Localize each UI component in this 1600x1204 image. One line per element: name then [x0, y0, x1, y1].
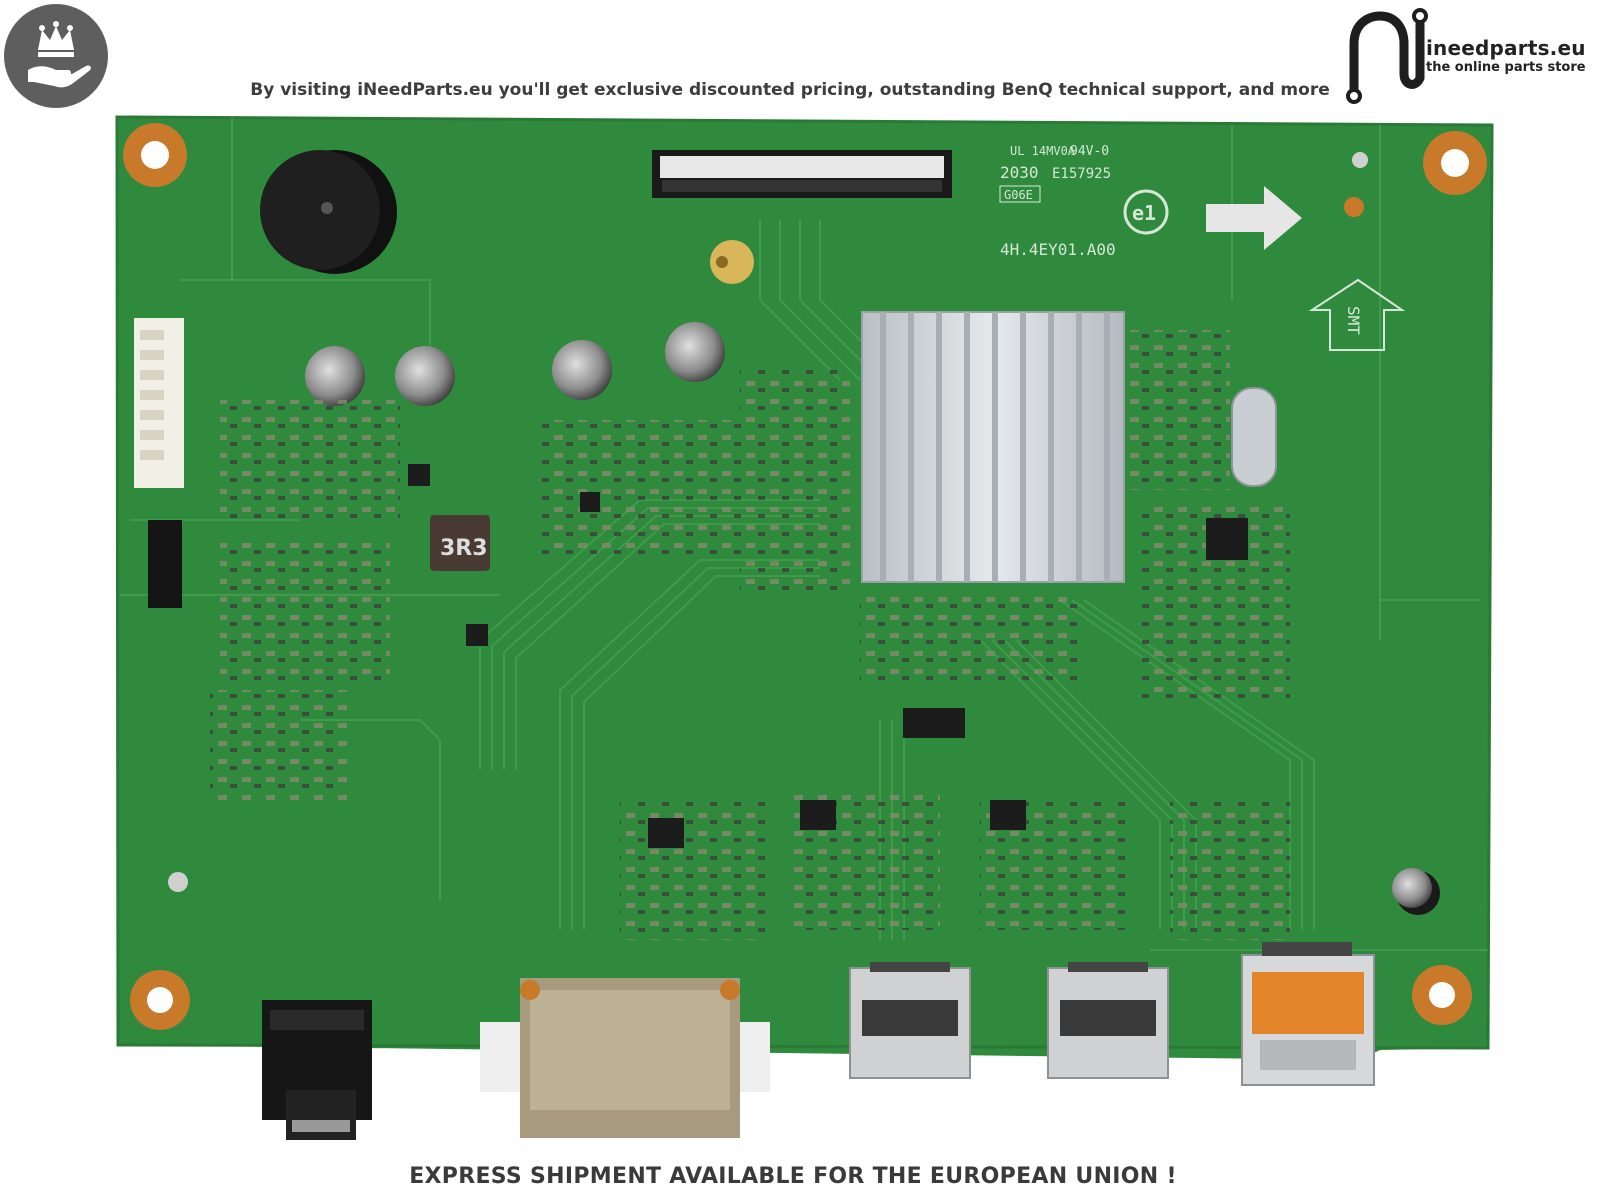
e1-mark [1123, 189, 1169, 235]
shipping-note: EXPRESS SHIPMENT AVAILABLE FOR THE EUROP… [409, 1164, 1177, 1189]
ics [408, 464, 1248, 848]
mounting-holes [123, 123, 1487, 1030]
smt-label: SMT [1344, 306, 1363, 335]
crown-icon [28, 21, 91, 88]
ineedparts-logo: ineedparts.eu the online parts store [1346, 4, 1596, 104]
batch-code: G06E [1004, 188, 1033, 202]
capacitors [305, 322, 1440, 915]
promo-tagline: By visiting iNeedParts.eu you'll get exc… [250, 80, 1330, 100]
dvi-connector [480, 978, 770, 1138]
smd-components [210, 330, 1290, 940]
rating-code: 94V-0 [1070, 144, 1109, 159]
arrow-right-icon [1206, 186, 1302, 250]
logo-name: ineedparts.eu [1426, 36, 1586, 60]
audio-jack [262, 1000, 372, 1140]
logo-subtitle: the online parts store [1426, 60, 1586, 75]
displayport-connector [1241, 942, 1375, 1086]
heatsink [861, 311, 1125, 583]
logo-mark-icon [1346, 8, 1428, 104]
inductor [430, 515, 490, 571]
inductor-label: 3R3 [440, 536, 488, 561]
smt-arrow-icon [1308, 278, 1406, 351]
black-pin-header [148, 520, 182, 608]
white-connector [134, 318, 184, 488]
e1-label: e1 [1132, 201, 1156, 225]
date-code: 2030 [1000, 163, 1039, 182]
part-number: 4H.4EY01.A00 [1000, 240, 1116, 259]
ul-mark-label: UL 14MV0A [1010, 144, 1076, 158]
hdmi-port-1 [849, 962, 971, 1079]
crystal-oscillator [1231, 387, 1277, 487]
hdmi-port-2 [1047, 962, 1169, 1079]
cert-number: E157925 [1052, 166, 1111, 182]
crown-hand-badge [4, 4, 108, 108]
